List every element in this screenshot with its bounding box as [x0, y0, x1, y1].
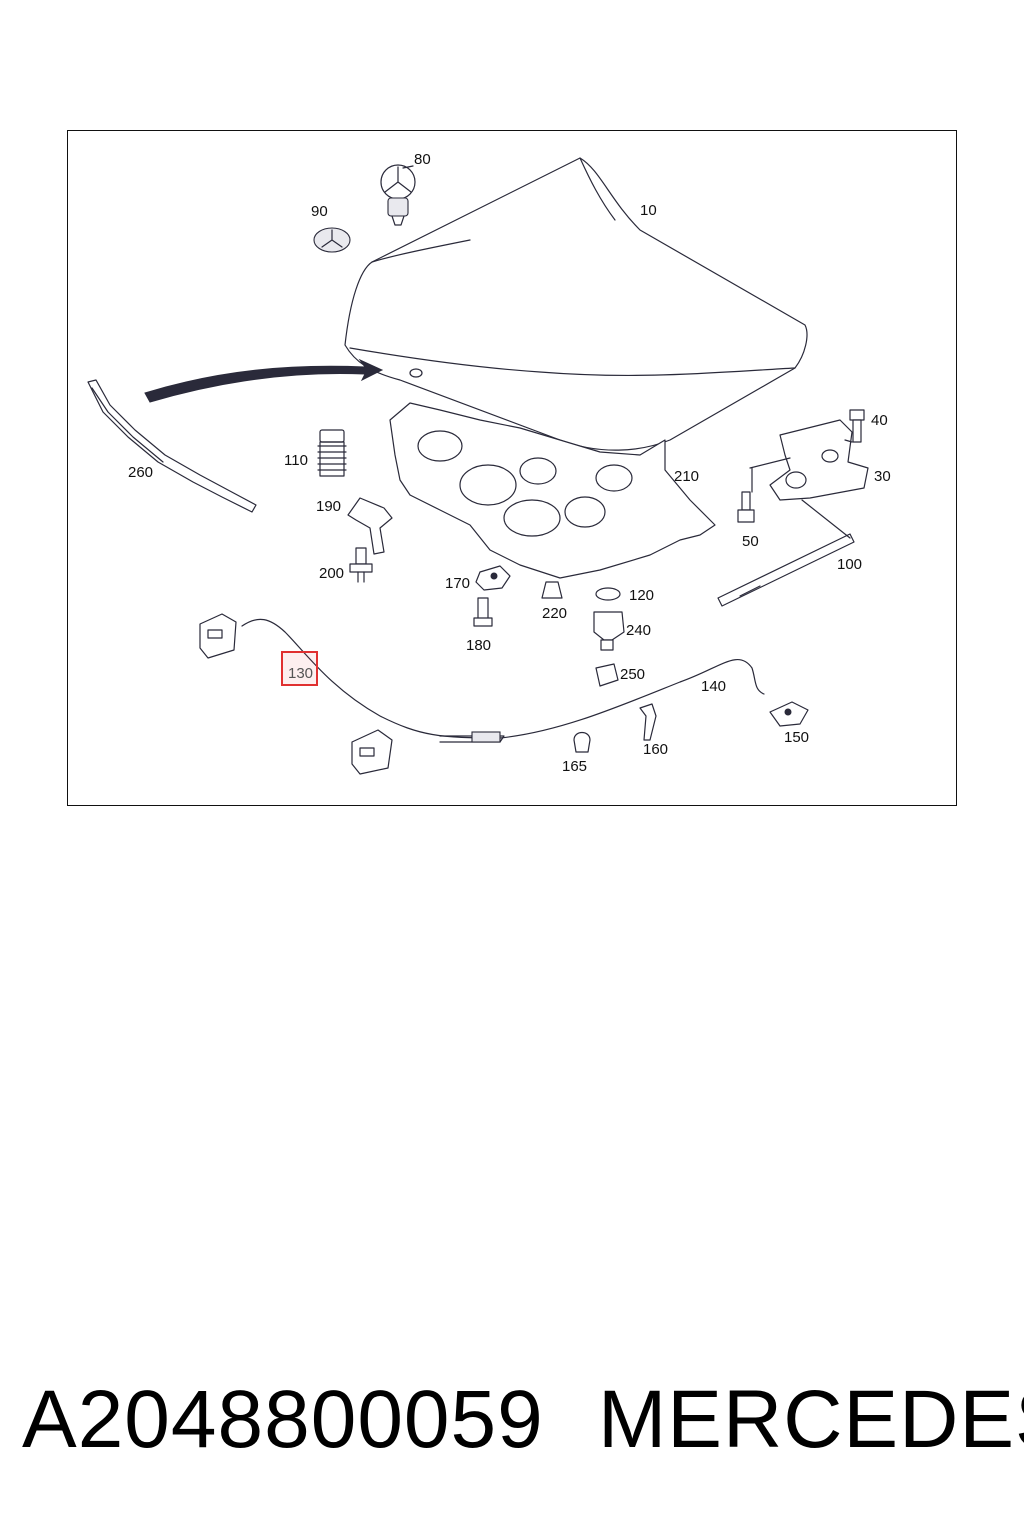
callout-110: 110	[284, 452, 308, 469]
callout-120: 120	[629, 587, 654, 604]
release-handle-upper	[199, 613, 237, 659]
seal-strip	[87, 379, 257, 513]
buffer-ring-120	[595, 587, 621, 601]
badge	[313, 227, 351, 253]
insulation-mat	[389, 402, 716, 579]
bolt-50	[737, 491, 755, 523]
hinge	[749, 419, 869, 501]
callout-90: 90	[311, 203, 328, 220]
clip-220	[541, 581, 563, 599]
release-cable	[241, 618, 765, 743]
bracket	[347, 497, 393, 555]
exploded-parts-diagram: 80 90 10 260 110 210 40 30 190 50 200 17…	[87, 151, 891, 775]
callout-220: 220	[542, 605, 567, 622]
highlight-box-130	[281, 651, 318, 686]
callout-190: 190	[316, 498, 341, 515]
direction-arrow	[144, 358, 384, 403]
callout-180: 180	[466, 637, 491, 654]
clip-170	[475, 565, 511, 591]
callout-150: 150	[784, 729, 809, 746]
brand-name: MERCEDES	[598, 1374, 1024, 1465]
callout-10: 10	[640, 202, 657, 219]
cable-clip-165	[573, 731, 591, 753]
gas-strut	[717, 533, 855, 607]
callout-165: 165	[562, 758, 587, 775]
callout-130: 130	[288, 665, 313, 682]
callout-200: 200	[319, 565, 344, 582]
bolt-180	[473, 597, 493, 627]
callout-50: 50	[742, 533, 759, 550]
part-number: A2048800059	[22, 1374, 544, 1465]
star-emblem	[380, 164, 416, 226]
release-handle-lower	[351, 729, 393, 775]
callout-250: 250	[620, 666, 645, 683]
callout-260: 260	[128, 464, 153, 481]
callout-210: 210	[674, 468, 699, 485]
callout-170: 170	[445, 575, 470, 592]
bolt-40	[849, 409, 865, 443]
callout-labels: 80 90 10 260 110 210 40 30 190 50 200 17…	[128, 151, 891, 775]
callout-100: 100	[837, 556, 862, 573]
callout-240: 240	[626, 622, 651, 639]
leader-lines	[402, 165, 853, 539]
callout-30: 30	[874, 468, 891, 485]
spring-rod	[317, 429, 347, 477]
callout-160: 160	[643, 741, 668, 758]
nut-250	[595, 663, 619, 687]
callout-40: 40	[871, 412, 888, 429]
hood-lock-150	[769, 701, 809, 727]
callout-80: 80	[414, 151, 431, 168]
rubber-buffer-240	[593, 611, 625, 651]
hood-panel	[344, 157, 808, 451]
callout-140: 140	[701, 678, 726, 695]
bolt-200	[349, 547, 373, 583]
cable-holder-160	[639, 703, 657, 741]
footer-caption: A2048800059 MERCEDES	[0, 1370, 1024, 1480]
